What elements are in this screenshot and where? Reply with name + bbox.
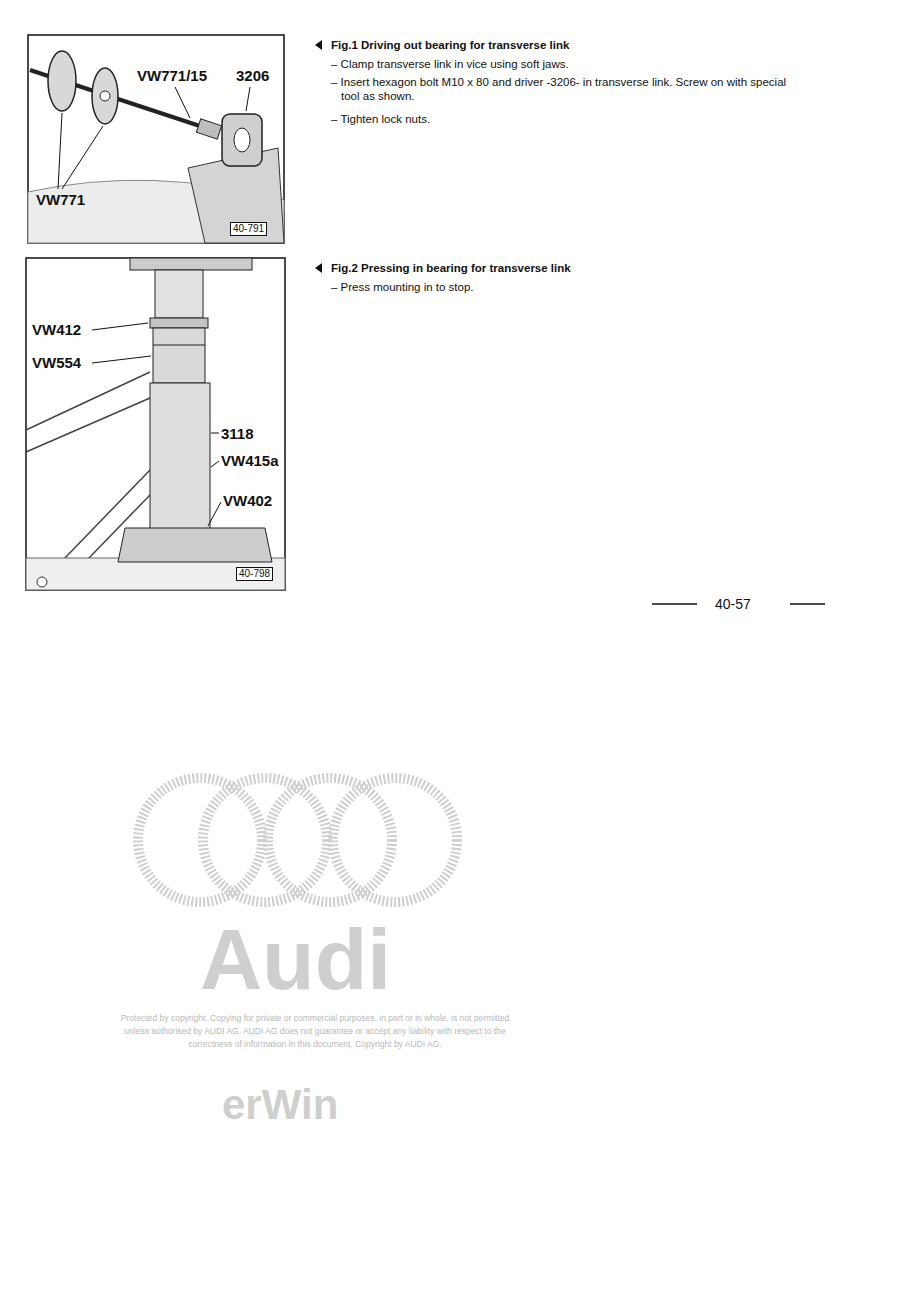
pointer-arrow	[315, 40, 322, 50]
leader-line	[58, 113, 62, 189]
tool-band	[153, 345, 205, 346]
hammer-hub	[100, 91, 110, 101]
pointer-arrow	[315, 263, 322, 273]
callout-label: VW402	[223, 491, 272, 510]
illustration-part	[333, 778, 457, 902]
thrust-ring	[150, 318, 208, 328]
rule	[652, 603, 697, 605]
figure-caption: Fig.1 Driving out bearing for transverse…	[331, 38, 569, 52]
watermark-brand: erWin	[222, 1078, 338, 1131]
rule	[790, 603, 825, 605]
audi-rings	[138, 778, 457, 902]
callout-label: VW771	[36, 190, 85, 209]
figure-tag: 40-791	[230, 222, 267, 236]
instruction: – Tighten lock nuts.	[331, 112, 803, 126]
figure-frame	[26, 258, 285, 590]
figure-number: 40-791	[233, 223, 264, 234]
hammer-weight	[92, 68, 118, 124]
bush-bore	[234, 128, 250, 152]
callout-label: VW412	[32, 320, 81, 339]
support-plate	[118, 528, 272, 562]
leader-line	[62, 126, 103, 189]
link-eye	[37, 577, 47, 587]
callout-label: VW771/15	[137, 66, 207, 85]
leader-line	[211, 433, 219, 434]
driver	[196, 119, 221, 139]
copyright-watermark: Protected by copyright. Copying for priv…	[110, 1012, 520, 1051]
callout-label: 3118	[221, 424, 254, 443]
illustration-part	[268, 778, 392, 902]
leader-line	[175, 87, 190, 118]
leader-line	[92, 323, 148, 330]
watermark-logo-text: Audi	[200, 905, 391, 1013]
instruction: – Insert hexagon bolt M10 x 80 and drive…	[331, 75, 803, 103]
callout-label: VW415a	[221, 451, 279, 470]
figure-number: 40-798	[239, 568, 270, 579]
figure-frame	[28, 35, 284, 243]
callout-label: VW554	[32, 353, 81, 372]
press-ram	[155, 270, 203, 318]
figure-caption: Fig.2 Pressing in bearing for transverse…	[331, 261, 571, 275]
press-plate	[130, 258, 252, 270]
leader-line	[211, 461, 219, 467]
tube	[150, 383, 210, 548]
leader-line	[208, 502, 221, 526]
hammer-weight	[48, 51, 76, 111]
page-number: 40-57	[715, 595, 751, 613]
illustration-part	[203, 778, 327, 902]
leader-line	[246, 87, 250, 111]
callout-label: 3206	[236, 66, 269, 85]
leader-line	[92, 356, 151, 363]
instruction: – Clamp transverse link in vice using so…	[331, 57, 803, 71]
illustration-part	[138, 778, 262, 902]
instruction: – Press mounting in to stop.	[331, 280, 803, 294]
press-bed	[26, 558, 285, 590]
figure-tag: 40-798	[236, 567, 273, 581]
thrust-piece	[153, 328, 205, 383]
bearing-bush	[222, 114, 262, 166]
